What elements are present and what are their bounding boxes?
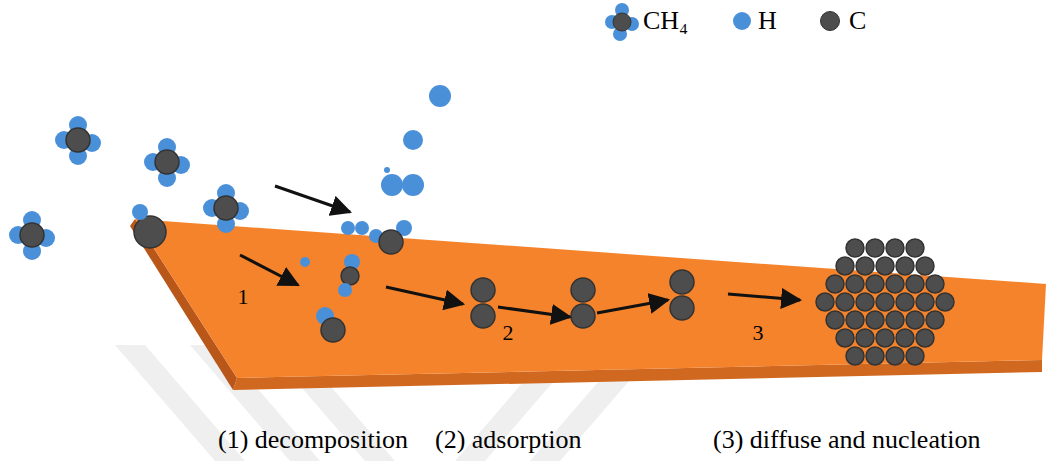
carbon-atom (379, 230, 403, 254)
callout-number: 2 (503, 322, 514, 344)
carbon-atom (896, 257, 914, 275)
carbon-atom (916, 293, 934, 311)
carbon-atom (321, 318, 345, 342)
carbon-atom (926, 311, 944, 329)
carbon-atom (906, 347, 924, 365)
carbon-atom (846, 347, 864, 365)
carbon-atom (846, 239, 864, 257)
carbon-atom (471, 278, 495, 302)
carbon-atom (836, 257, 854, 275)
hydrogen-atom (300, 257, 310, 267)
carbon-atom (906, 275, 924, 293)
carbon-atom (886, 311, 904, 329)
carbon-atom (670, 270, 694, 294)
carbon-atom (816, 293, 834, 311)
carbon-atom (856, 257, 874, 275)
process-arrows (240, 186, 800, 317)
carbon-atom (896, 293, 914, 311)
carbon-atom (856, 293, 874, 311)
carbon-atom (571, 278, 595, 302)
carbon-atom (826, 275, 844, 293)
carbon-atom (906, 239, 924, 257)
hydrogen-atom (355, 221, 369, 235)
carbon-atom (836, 329, 854, 347)
carbon-atom (846, 275, 864, 293)
hydrogen-atom (402, 174, 424, 196)
carbon-atom (906, 311, 924, 329)
carbon-atom (876, 293, 894, 311)
carbon-atom (866, 275, 884, 293)
hydrogen-atom (381, 174, 403, 196)
carbon-atom (20, 223, 44, 247)
hydrogen-atom (132, 204, 148, 220)
carbon-atom (214, 196, 238, 220)
carbon-atom (876, 329, 894, 347)
hydrogen-atom (403, 130, 423, 150)
carbon-atom (886, 275, 904, 293)
carbon-atom (866, 311, 884, 329)
carbon-atom (866, 347, 884, 365)
legend-swatch (820, 11, 840, 31)
carbon-atom (916, 257, 934, 275)
hydrogen-atom (341, 221, 355, 235)
carbon-atom (846, 311, 864, 329)
legend-text: CH₄ (643, 8, 688, 34)
carbon-atom (896, 329, 914, 347)
substrate-plate (130, 219, 1046, 390)
ch4-legend-icon (605, 3, 639, 41)
carbon-atom (856, 329, 874, 347)
hydrogen-atom (384, 167, 390, 173)
step-caption: (2) adsorption (435, 427, 582, 453)
legend-text: H (758, 8, 777, 34)
carbon-atom (826, 311, 844, 329)
hydrogen-atom (429, 85, 451, 107)
carbon-atom (886, 239, 904, 257)
carbon-atom (134, 216, 166, 248)
hydrogen-atom (338, 283, 352, 297)
carbon-atom (155, 150, 179, 174)
carbon-atom (571, 304, 595, 328)
carbon-atom (876, 257, 894, 275)
step-caption: (1) decomposition (218, 427, 408, 453)
legend-swatch (733, 12, 751, 30)
carbon-atom (866, 239, 884, 257)
carbon-atom (916, 329, 934, 347)
callout-number: 1 (238, 286, 249, 308)
molecules (9, 85, 954, 365)
carbon-atom (670, 296, 694, 320)
step-caption: (3) diffuse and nucleation (713, 427, 980, 453)
carbon-atom (471, 304, 495, 328)
carbon-atom (836, 293, 854, 311)
callout-number: 3 (753, 322, 764, 344)
carbon-atom (886, 347, 904, 365)
carbon-atom (341, 267, 359, 285)
carbon-atom (926, 275, 944, 293)
carbon-atom (66, 128, 90, 152)
legend-text: C (849, 8, 866, 34)
carbon-atom (936, 293, 954, 311)
